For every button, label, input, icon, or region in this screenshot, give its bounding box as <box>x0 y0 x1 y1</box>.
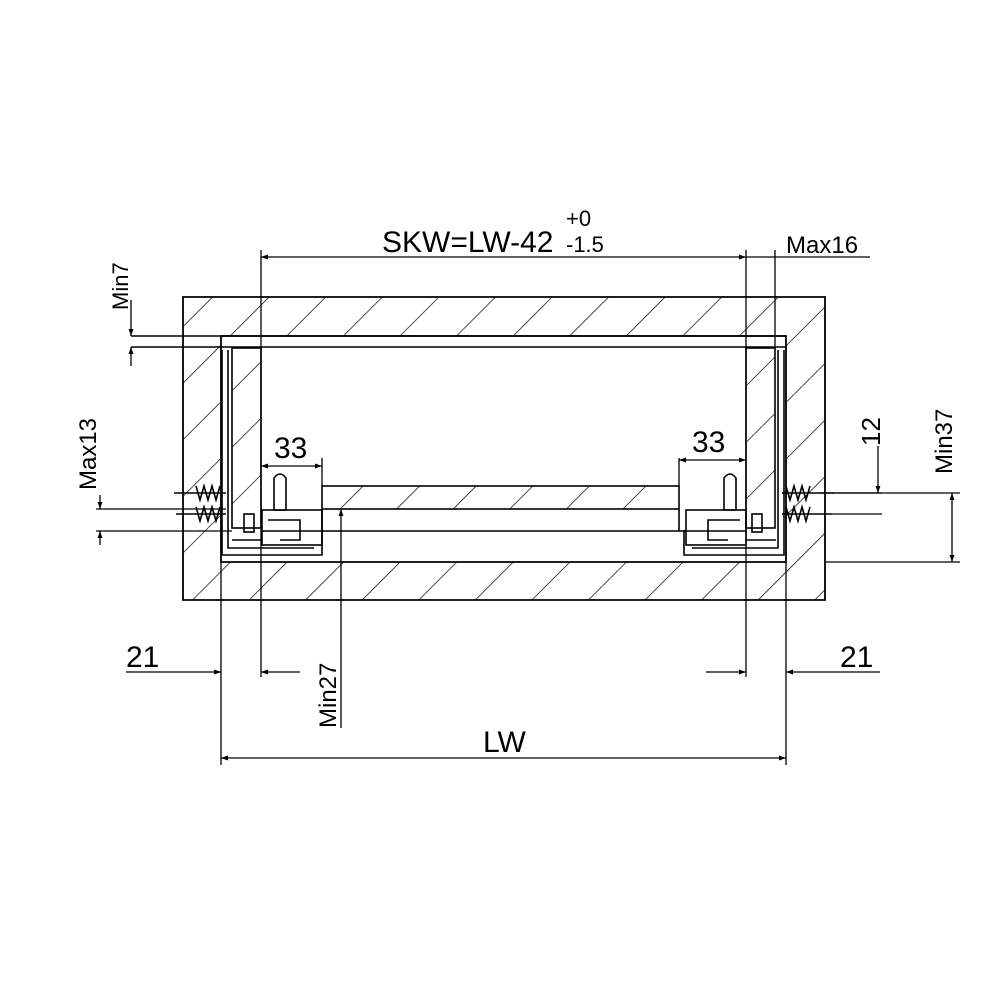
min37-label: Min37 <box>931 409 958 474</box>
drawer-box <box>131 335 786 532</box>
dimension-max16: Max16 <box>746 232 870 348</box>
skw-tolerance-upper: +0 <box>566 206 591 231</box>
drawer-bottom <box>321 485 680 510</box>
drawer-side-right <box>745 347 776 529</box>
skw-formula-label: SKW=LW-42 <box>382 226 553 259</box>
slide-left <box>221 350 323 556</box>
dimension-max13: Max13 <box>75 418 232 545</box>
dimension-lw: LW <box>221 726 786 761</box>
dimension-21-right: 21 <box>706 562 880 765</box>
dimension-skw: SKW=LW-42 +0 -1.5 <box>260 206 747 677</box>
gap-left-label: 33 <box>274 432 307 465</box>
dimension-33-left: 33 <box>261 432 323 486</box>
dimension-12: 12 <box>832 417 886 515</box>
drawer-side-left <box>231 347 262 529</box>
side-right-label: 21 <box>840 641 873 674</box>
lw-label: LW <box>483 726 526 759</box>
dimension-min7: Min7 <box>108 262 134 366</box>
side-left-label: 21 <box>126 641 159 674</box>
dimension-min27: Min27 <box>315 509 344 728</box>
height-12-label: 12 <box>856 417 886 446</box>
dimension-21-left: 21 <box>126 562 300 765</box>
min7-label: Min7 <box>108 262 133 310</box>
screw-right <box>782 483 834 524</box>
min27-label: Min27 <box>315 663 342 728</box>
skw-tolerance-lower: -1.5 <box>566 232 604 257</box>
dimension-min37: Min37 <box>820 409 960 563</box>
max13-label: Max13 <box>75 418 102 490</box>
screw-left <box>174 483 226 524</box>
dimension-33-right: 33 <box>678 426 746 486</box>
max16-label: Max16 <box>786 232 858 259</box>
gap-right-label: 33 <box>692 426 725 459</box>
